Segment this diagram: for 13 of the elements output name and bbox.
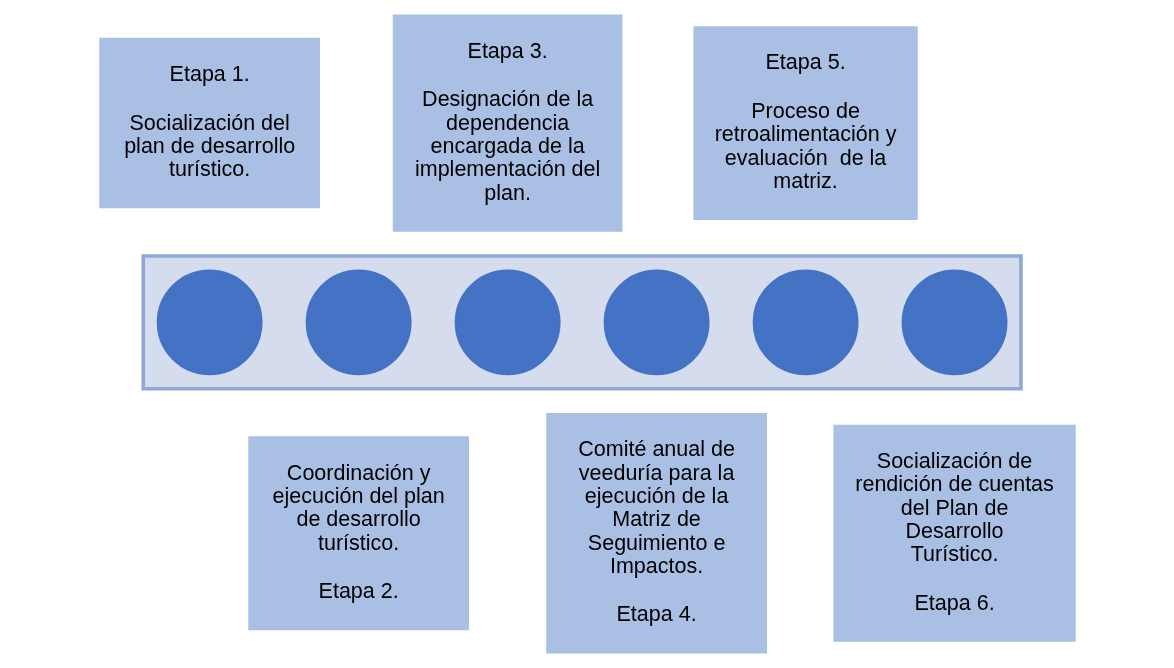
node-circle	[901, 269, 1007, 376]
node-circle	[752, 269, 859, 376]
node-box: Coordinación y ejecución del plan de desarrollo turístico. Etapa 2.	[247, 436, 469, 631]
node-box: Etapa 1. Socialización del plan de desarrollo turístico.	[98, 37, 320, 209]
node-box: Comité anual de veeduría para la ejecución de la Matriz de Seguimiento e Impactos. Etapa 4.	[545, 412, 767, 654]
node-box: Etapa 3. Designación de la dependencia encargada de la implementación del plan.	[392, 14, 622, 232]
node-circle	[156, 269, 263, 376]
node-circle	[305, 269, 412, 376]
node-circle	[454, 269, 561, 376]
node-box: Etapa 5. Proceso de retroalimentación y evaluación de la matriz.	[692, 26, 918, 221]
cluster	[140, 254, 1023, 391]
node-box: Socialización de rendición de cuentas del Plan de Desarrollo Turístico. Etapa 6.	[832, 424, 1076, 642]
node-circle	[603, 269, 710, 376]
